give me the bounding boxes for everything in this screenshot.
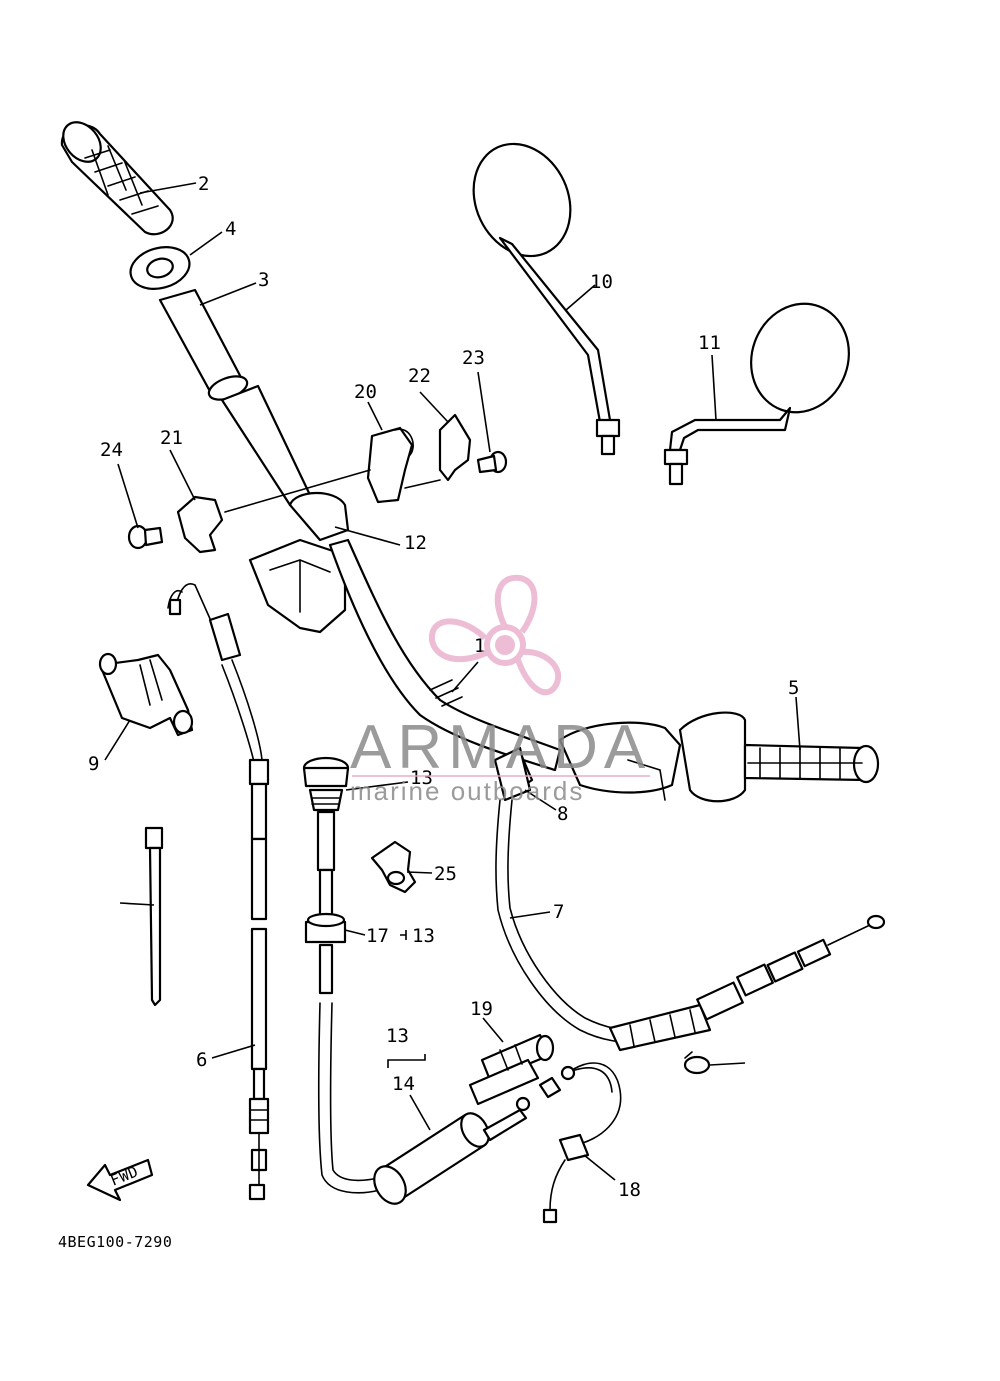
callout-7: 7 [553,901,564,923]
handlebar-left-tube [158,288,312,507]
callout-21: 23 [462,347,485,369]
handlebar-main [328,538,562,772]
clamp-23 [370,840,417,894]
mirror-right [663,302,850,486]
callout-16: 18 [618,1179,641,1201]
callout-10: 10 [590,271,613,293]
screw-22 [127,524,164,550]
watermark: ARMADA marine outboards [350,574,651,806]
callout-5: 5 [788,677,799,699]
fitting-8 [493,746,532,802]
lever-holder-9 [98,652,194,737]
propeller-logo-icon [428,574,561,696]
holder-19 [176,495,224,554]
clip-25 [683,1051,711,1075]
unit-14 [373,1096,531,1205]
callout-13-top: 13 [410,767,433,789]
callout-11: 11 [698,332,721,354]
callout-14: 14 [392,1073,415,1095]
callout-8: 8 [557,803,568,825]
callout-2: 2 [198,173,209,195]
watermark-brand: ARMADA [350,713,651,782]
fwd-arrow: FWD [86,1158,154,1202]
callout-12: 12 [404,532,427,554]
callout-9: 9 [88,753,99,775]
cable-tie-24 [144,826,164,1007]
watermark-tagline: marine outboards [350,776,584,806]
switch-17 [468,1033,562,1106]
screw-21 [476,450,508,474]
left-switch-housing [248,491,350,634]
leader-lines [104,182,801,1181]
callout-22: 24 [100,439,123,461]
clamp-bracket-18 [366,426,414,504]
clip-20 [438,413,472,482]
callout-15: 17 [366,925,389,947]
callout-13-bottom: 13 [386,1025,409,1047]
callout-4: 4 [225,218,236,240]
callout-13-mid: 13 [412,925,435,947]
cable-13 [302,756,381,1194]
callout-6: 6 [196,1049,207,1071]
callout-20: 22 [408,365,431,387]
callout-17: 19 [470,998,493,1020]
cable-6 [167,583,270,1201]
callout-3: 3 [258,269,269,291]
callout-18: 20 [354,381,377,403]
grip-collar [129,246,191,290]
diagram-code: 4BEG100-7290 [58,1233,172,1251]
left-grip [60,121,174,236]
callout-23: 25 [434,863,457,885]
callout-1: 1 [474,635,485,657]
callouts: 2 4 3 5 6 7 8 9 10 11 12 1 13 17 13 13 1… [88,173,799,1201]
callout-19: 21 [160,427,183,449]
mirror-left [472,142,621,456]
wire-16 [542,1062,622,1224]
